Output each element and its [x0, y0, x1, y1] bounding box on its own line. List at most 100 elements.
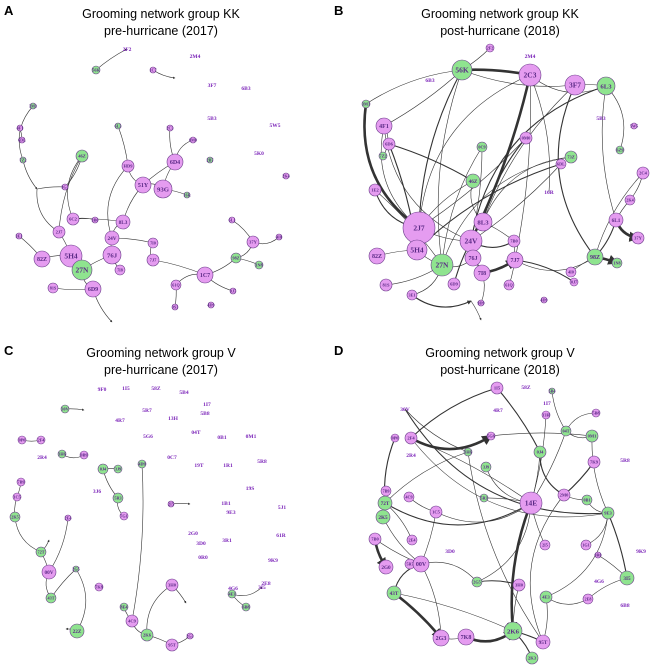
node-0j4[interactable]: 0J4	[533, 445, 547, 459]
node-16r[interactable]: 16R	[544, 190, 555, 196]
node-9d9[interactable]: 9D9	[477, 299, 485, 307]
node-2m4[interactable]: 2M4	[525, 54, 536, 60]
node-4r7[interactable]: 4R7	[493, 408, 503, 414]
node-98z[interactable]: 98Z	[230, 252, 242, 264]
node-7b0[interactable]: 7B0	[368, 532, 382, 546]
node-30v[interactable]: 30V	[60, 404, 70, 414]
node-2k4[interactable]: 2K4	[624, 194, 636, 206]
node-0m1[interactable]: 0M1	[585, 429, 599, 443]
node-2j7[interactable]: 2J7	[52, 225, 66, 239]
node-27n[interactable]: 27N	[71, 259, 93, 281]
node-4f1[interactable]: 4F1	[375, 117, 393, 135]
node-4c9[interactable]: 4C9	[125, 614, 139, 628]
node-30v[interactable]: 30V	[400, 407, 410, 413]
node-5b3[interactable]: 5B3	[596, 116, 605, 122]
node-2b7[interactable]: 2B7	[207, 156, 214, 164]
node-95t[interactable]: 95T	[535, 634, 551, 650]
node-9f0[interactable]: 9F0	[98, 387, 107, 393]
node-0m0[interactable]: 0M0	[189, 136, 197, 144]
node-2m0[interactable]: 2M0	[557, 488, 571, 502]
node-61q[interactable]: 61Q	[503, 279, 515, 291]
node-04t[interactable]: 04T	[560, 425, 572, 437]
node-6d9[interactable]: 6D9	[84, 280, 102, 298]
node-13h[interactable]: 13H	[541, 410, 550, 420]
node-4d9[interactable]: 4D9	[207, 301, 215, 309]
node-9e3[interactable]: 9E3	[226, 510, 235, 516]
node-61r[interactable]: 61R	[276, 533, 287, 539]
node-7g1[interactable]: 7G1	[119, 511, 129, 521]
node-37y[interactable]: 37Y	[246, 235, 260, 249]
node-3m3[interactable]: 3M3	[29, 102, 37, 110]
node-0j4[interactable]: 0J4	[97, 463, 109, 475]
node-2g0[interactable]: 2G0	[378, 559, 394, 575]
node-0m1[interactable]: 0M1	[246, 434, 257, 440]
node-4d9[interactable]: 4D9	[137, 459, 147, 469]
node-3i5[interactable]: 3I5	[258, 585, 266, 591]
node-9k9[interactable]: 9K9	[636, 549, 646, 555]
node-4i0[interactable]: 4I0	[275, 233, 283, 241]
node-5r8[interactable]: 5R8	[257, 459, 267, 465]
node-3h0[interactable]: 3H0	[165, 578, 179, 592]
node-16r[interactable]: 16R	[183, 191, 192, 199]
node-3h6[interactable]: 3H6	[463, 447, 473, 457]
node-72t[interactable]: 72T	[35, 546, 47, 558]
node-3i5[interactable]: 3I5	[619, 570, 635, 586]
node-5g6[interactable]: 5G6	[143, 434, 153, 440]
node-0s3[interactable]: 0S3	[171, 303, 179, 311]
node-5b8[interactable]: 5B8	[200, 411, 209, 417]
node-2m4[interactable]: 2M4	[190, 54, 201, 60]
node-1n8[interactable]: 1N8	[611, 257, 623, 269]
node-56k[interactable]: 56K	[451, 59, 473, 81]
node-6d9[interactable]: 6D9	[447, 277, 461, 291]
node-9e3[interactable]: 9E3	[601, 506, 615, 520]
node-7i0[interactable]: 7I0	[147, 237, 159, 249]
node-2k5[interactable]: 2K5	[9, 511, 21, 523]
node-2e4[interactable]: 2E4	[406, 534, 418, 546]
node-5b4[interactable]: 5B4	[179, 390, 188, 396]
node-4g6[interactable]: 4G6	[228, 586, 238, 592]
node-51y[interactable]: 51Y	[134, 176, 152, 194]
node-24v[interactable]: 24V	[104, 230, 120, 246]
node-2i5[interactable]: 2I5	[539, 539, 551, 551]
node-2r4[interactable]: 2R4	[37, 455, 47, 461]
node-76j[interactable]: 76J	[464, 249, 482, 267]
node-46z[interactable]: 46Z	[75, 149, 89, 163]
node-6b3[interactable]: 6B3	[241, 86, 250, 92]
node-6c2[interactable]: 6C2	[66, 212, 80, 226]
node-4i0[interactable]: 4I0	[565, 266, 577, 278]
node-6z9[interactable]: 6Z9	[615, 145, 625, 155]
node-3m3[interactable]: 3M3	[361, 99, 371, 109]
node-5w5[interactable]: 5W5	[630, 122, 638, 130]
node-13h[interactable]: 13H	[168, 416, 179, 422]
node-00v[interactable]: 00V	[41, 564, 57, 580]
node-81s[interactable]: 81S	[379, 278, 393, 292]
node-58z[interactable]: 58Z	[151, 386, 161, 392]
node-76j[interactable]: 76J	[102, 245, 122, 265]
node-95t[interactable]: 95T	[165, 638, 179, 652]
node-5g6[interactable]: 5G6	[486, 431, 496, 441]
node-0j7[interactable]: 0J7	[229, 287, 237, 295]
node-7k8[interactable]: 7K8	[457, 628, 475, 646]
node-0b1[interactable]: 0B1	[581, 494, 593, 506]
node-5r3[interactable]: 5R3	[112, 492, 124, 504]
node-4f1[interactable]: 4F1	[17, 124, 24, 132]
node-2g3[interactable]: 2G3	[186, 632, 194, 640]
node-3e1[interactable]: 3E1	[16, 232, 23, 240]
node-2g5[interactable]: 2G5	[471, 576, 483, 588]
node-73z[interactable]: 73Z	[564, 150, 578, 164]
node-1i5[interactable]: 1I5	[122, 386, 130, 392]
node-5w5[interactable]: 5W5	[270, 123, 281, 129]
node-2i5[interactable]: 2I5	[167, 500, 175, 508]
node-2e8[interactable]: 2E8	[582, 593, 594, 605]
node-61q[interactable]: 61Q	[170, 279, 182, 291]
node-0m0[interactable]: 0M0	[519, 131, 533, 145]
node-8e4[interactable]: 8E4	[119, 602, 128, 612]
node-hd9[interactable]: HD9	[121, 159, 135, 173]
node-5j1[interactable]: 5J1	[278, 505, 287, 511]
node-82z[interactable]: 82Z	[368, 247, 386, 265]
node-2g3[interactable]: 2G3	[432, 629, 450, 647]
node-5b8[interactable]: 5B8	[591, 408, 601, 418]
node-93g[interactable]: 93G	[153, 179, 173, 199]
node-3j9[interactable]: 3J9	[480, 461, 492, 473]
node-2c3[interactable]: 2C3	[166, 124, 174, 132]
